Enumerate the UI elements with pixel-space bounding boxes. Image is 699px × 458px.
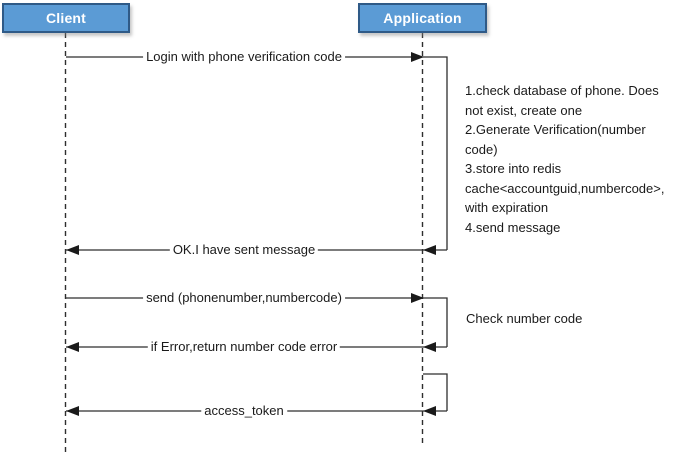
note-line: code) — [465, 141, 498, 157]
message-label-access-token: access_token — [201, 403, 287, 419]
note-line: 2.Generate Verification(number — [465, 122, 646, 137]
arrowhead-left-icon — [66, 245, 79, 255]
side-label-check-number-code: Check number code — [466, 311, 583, 326]
note-line: 3.store into redis — [465, 161, 562, 176]
message-line-login-with-bracket — [66, 56, 448, 250]
arrowhead-left-icon — [423, 245, 436, 255]
note-line: with expiration — [465, 200, 549, 215]
message-label-login: Login with phone verification code — [143, 49, 345, 65]
message-label-if-error: if Error,return number code error — [147, 339, 341, 355]
arrowhead-right-icon — [411, 293, 424, 303]
message-label-ok-sent: OK.I have sent message — [169, 242, 319, 258]
arrowhead-left-icon — [423, 342, 436, 352]
actor-application: Application — [358, 3, 487, 33]
note-line: 1.check database of phone. Does — [465, 83, 659, 98]
message-label-send: send (phonenumber,numbercode) — [143, 290, 345, 306]
arrowhead-left-icon — [66, 406, 79, 416]
arrowhead-left-icon — [423, 406, 436, 416]
arrowhead-left-icon — [66, 342, 79, 352]
note-processing-steps: 1.check database of phone. Does not exis… — [465, 81, 664, 237]
note-line: cache<accountguid,numbercode>, — [465, 180, 665, 196]
actor-application-label: Application — [383, 10, 462, 26]
actor-client: Client — [2, 3, 130, 33]
note-line: 4.send message — [465, 219, 561, 235]
self-call-bracket — [423, 373, 448, 411]
actor-client-label: Client — [45, 10, 87, 26]
arrowhead-right-icon — [411, 52, 424, 62]
note-line: not exist, create one — [465, 102, 583, 118]
